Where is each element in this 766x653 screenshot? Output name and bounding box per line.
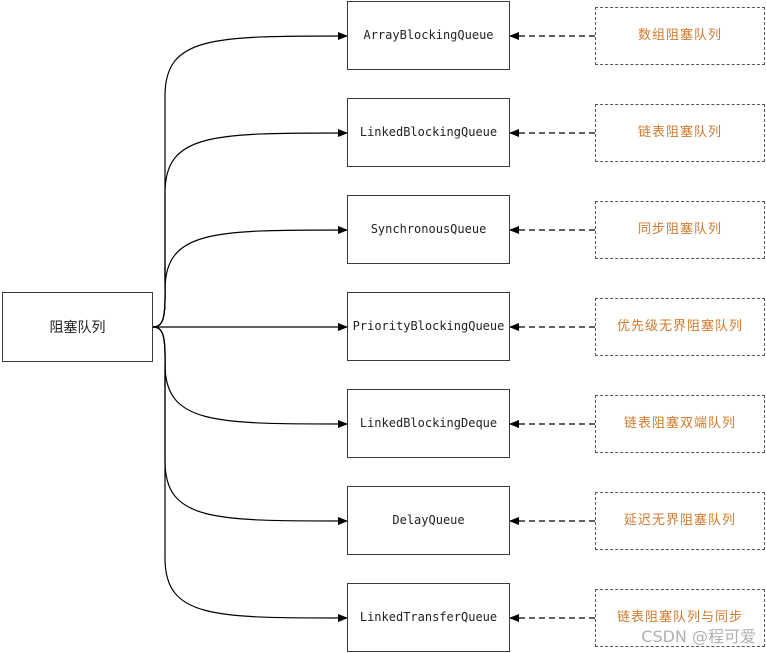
description-label: 链表阻塞队列	[637, 125, 722, 140]
queue-node-linked-blocking-queue: LinkedBlockingQueue	[347, 98, 510, 167]
queue-node-linked-transfer-queue: LinkedTransferQueue	[347, 583, 510, 652]
queue-node-linked-blocking-deque: LinkedBlockingDeque	[347, 389, 510, 458]
queue-node-delay-queue: DelayQueue	[347, 486, 510, 555]
root-node-blocking-queue: 阻塞队列	[2, 292, 153, 362]
description-note-priority: 优先级无界阻塞队列	[595, 298, 765, 356]
description-label: 链表阻塞队列与同步	[616, 610, 743, 625]
queue-node-label: SynchronousQueue	[370, 222, 487, 236]
watermark: CSDN @程可爱	[641, 627, 756, 646]
description-label: 优先级无界阻塞队列	[616, 319, 743, 334]
queue-node-array-blocking-queue: ArrayBlockingQueue	[347, 1, 510, 70]
description-note-transfer: 链表阻塞队列与同步	[595, 589, 765, 647]
description-note-deque: 链表阻塞双端队列	[595, 395, 765, 453]
description-note-array: 数组阻塞队列	[595, 7, 765, 65]
queue-node-label: ArrayBlockingQueue	[363, 28, 494, 42]
root-to-queue-connector	[152, 326, 348, 622]
queue-node-label: LinkedTransferQueue	[359, 610, 498, 624]
queue-node-label: PriorityBlockingQueue	[352, 319, 505, 333]
description-note-linked: 链表阻塞队列	[595, 104, 765, 162]
root-node-label: 阻塞队列	[49, 320, 106, 336]
root-to-queue-connector	[152, 226, 348, 328]
description-label: 数组阻塞队列	[637, 28, 722, 43]
queue-node-priority-blocking-queue: PriorityBlockingQueue	[347, 292, 510, 361]
queue-node-label: LinkedBlockingQueue	[359, 125, 498, 139]
root-to-queue-connector	[152, 32, 348, 328]
description-label: 同步阻塞队列	[637, 222, 722, 237]
description-note-synchronous: 同步阻塞队列	[595, 201, 765, 259]
description-label: 链表阻塞双端队列	[623, 416, 736, 431]
description-note-delay: 延迟无界阻塞队列	[595, 492, 765, 550]
queue-node-label: LinkedBlockingDeque	[359, 416, 498, 430]
root-to-queue-connector	[152, 326, 348, 428]
description-label: 延迟无界阻塞队列	[623, 513, 736, 528]
queue-node-label: DelayQueue	[392, 513, 465, 527]
queue-node-synchronous-queue: SynchronousQueue	[347, 195, 510, 264]
